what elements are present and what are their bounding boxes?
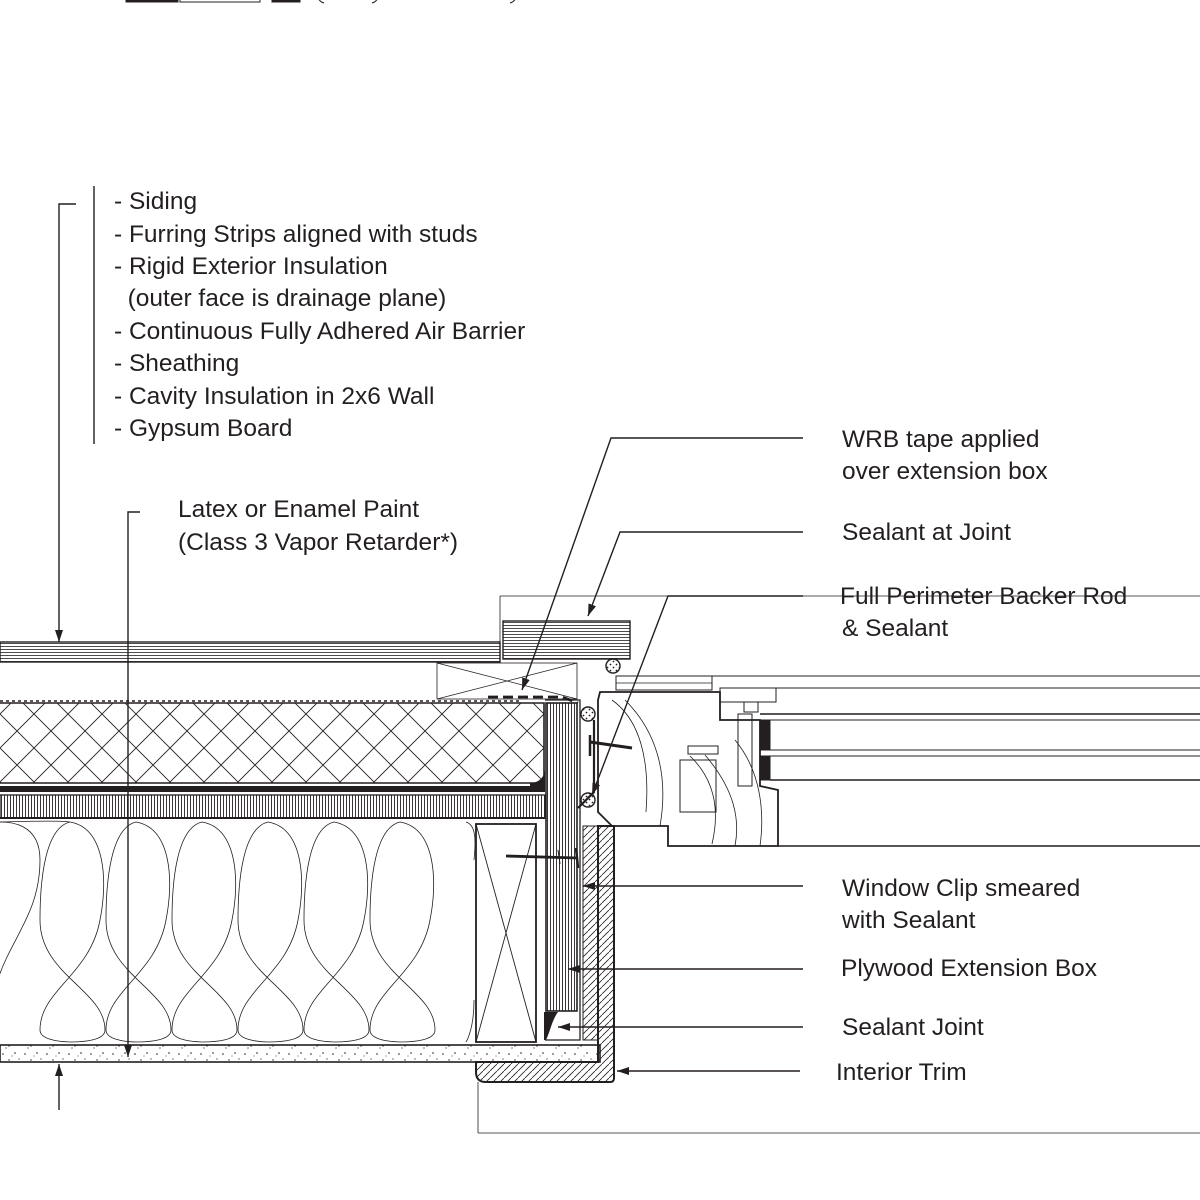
wall-layer-3: - Rigid Exterior Insulation bbox=[114, 253, 388, 280]
rigid-exterior-insulation bbox=[0, 700, 545, 784]
leader-sealant-at-joint bbox=[587, 531, 803, 617]
backer-rod-sealant bbox=[580, 658, 621, 808]
interior-trim-label: Interior Trim bbox=[836, 1059, 967, 1086]
backer-rod-label-1: Full Perimeter Backer Rod bbox=[840, 583, 1127, 610]
wall-layer-1: - Siding bbox=[114, 188, 197, 215]
furring-strip bbox=[436, 662, 578, 700]
sealant-joint-label: Sealant Joint bbox=[842, 1014, 984, 1041]
left-dimension-lines bbox=[55, 186, 140, 1110]
air-barrier-sheathing bbox=[0, 786, 546, 819]
wall-layer-3-note: (outer face is drainage plane) bbox=[114, 285, 446, 312]
wall-layer-notes: - Siding - Furring Strips aligned with s… bbox=[114, 188, 525, 442]
siding-boards bbox=[0, 620, 631, 663]
scale-bar-fragment bbox=[125, 0, 516, 4]
window-frame bbox=[597, 675, 779, 847]
wood-stud bbox=[475, 823, 537, 1043]
wall-layer-4: - Continuous Fully Adhered Air Barrier bbox=[114, 318, 525, 345]
wall-layer-6: - Cavity Insulation in 2x6 Wall bbox=[114, 383, 434, 410]
wrb-tape-label-1: WRB tape applied bbox=[842, 426, 1039, 453]
window-glazing bbox=[616, 675, 1200, 847]
window-clip-label-2: with Sealant bbox=[841, 907, 976, 934]
leader-backer-rod bbox=[591, 595, 803, 796]
cavity-insulation-batt bbox=[0, 820, 476, 1043]
callout-labels: WRB tape applied over extension box Seal… bbox=[836, 426, 1127, 1086]
backer-rod-label-2: & Sealant bbox=[842, 615, 948, 642]
sealant-at-joint-label: Sealant at Joint bbox=[842, 519, 1011, 546]
reference-lines bbox=[477, 595, 1200, 1134]
callout-leaders bbox=[521, 437, 803, 1075]
wall-layer-5: - Sheathing bbox=[114, 350, 239, 377]
window-clip-label-1: Window Clip smeared bbox=[842, 875, 1080, 902]
wrb-tape-label-2: over extension box bbox=[842, 458, 1048, 485]
leader-wrb-tape bbox=[521, 437, 803, 691]
paint-note: Latex or Enamel Paint (Class 3 Vapor Ret… bbox=[178, 496, 458, 556]
interior-trim bbox=[475, 825, 615, 1083]
paint-note-line-2: (Class 3 Vapor Retarder*) bbox=[178, 529, 458, 556]
gypsum-board bbox=[0, 1044, 601, 1063]
wall-layer-2: - Furring Strips aligned with studs bbox=[114, 221, 478, 248]
paint-note-line-1: Latex or Enamel Paint bbox=[178, 496, 419, 523]
wrb-tape bbox=[488, 695, 579, 705]
extension-box-label: Plywood Extension Box bbox=[841, 955, 1097, 982]
wall-layer-7: - Gypsum Board bbox=[114, 415, 292, 442]
